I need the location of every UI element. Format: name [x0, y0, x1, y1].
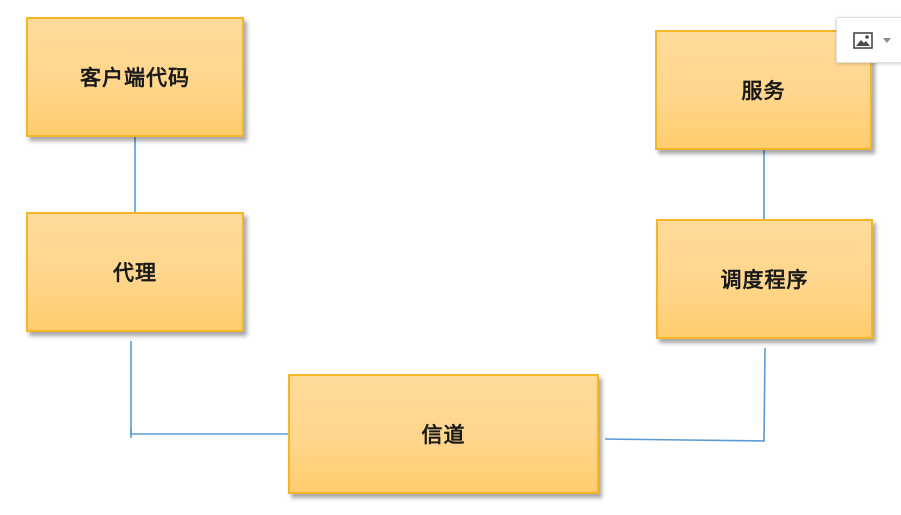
- caret-down-icon: [883, 37, 891, 43]
- node-channel-label: 信道: [421, 423, 466, 447]
- image-icon: [853, 31, 873, 49]
- node-dispatcher: 调度程序: [656, 219, 873, 339]
- image-options-button[interactable]: [836, 17, 901, 63]
- node-service-label: 服务: [741, 79, 786, 103]
- edge-channel-to-dispatcher: [604, 347, 766, 442]
- node-channel: 信道: [288, 374, 599, 494]
- edge-proxy-to-channel: [130, 341, 288, 435]
- node-proxy: 代理: [26, 212, 244, 332]
- node-client-code: 客户端代码: [26, 17, 244, 137]
- node-service: 服务: [655, 30, 872, 150]
- node-proxy-label: 代理: [113, 261, 157, 285]
- node-dispatcher-label: 调度程序: [720, 268, 809, 292]
- node-client-code-label: 客户端代码: [80, 66, 190, 90]
